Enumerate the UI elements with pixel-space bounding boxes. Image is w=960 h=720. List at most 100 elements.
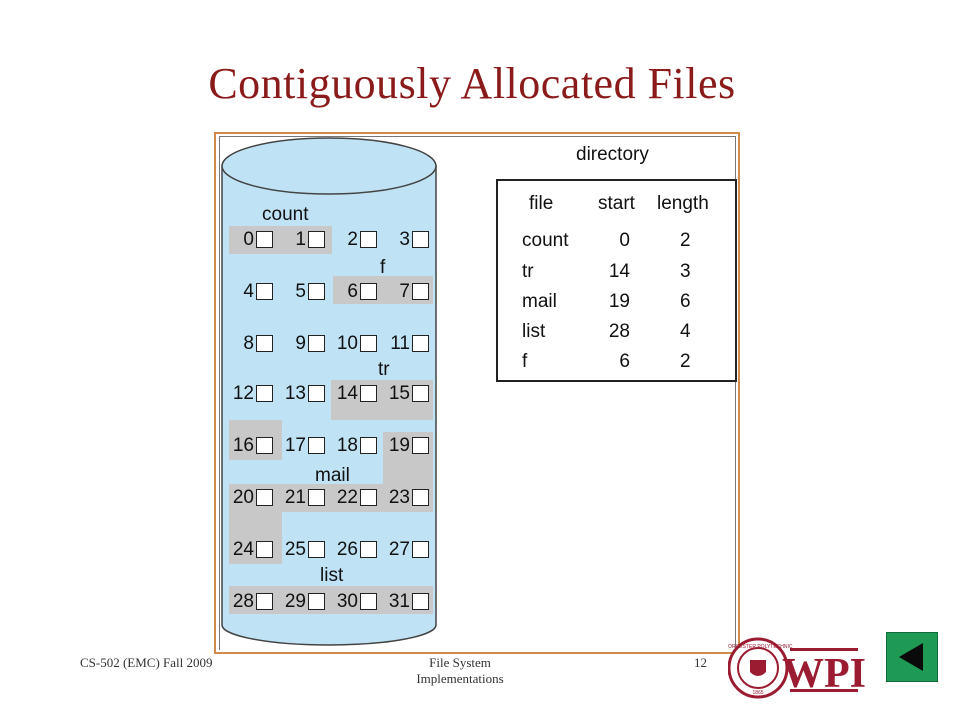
block-cell-16 bbox=[256, 437, 273, 454]
block-number-19: 19 bbox=[388, 435, 410, 456]
file-block-highlight bbox=[229, 512, 282, 564]
block-cell-27 bbox=[412, 541, 429, 558]
nav-back-button[interactable] bbox=[886, 632, 938, 682]
block-number-25: 25 bbox=[284, 539, 306, 560]
directory-file-list: list bbox=[522, 321, 546, 342]
block-number-5: 5 bbox=[295, 281, 306, 302]
block-cell-8 bbox=[256, 335, 273, 352]
block-cell-0 bbox=[256, 231, 273, 248]
block-cell-11 bbox=[412, 335, 429, 352]
block-number-27: 27 bbox=[388, 539, 410, 560]
block-cell-5 bbox=[308, 283, 325, 300]
directory-file-count: count bbox=[522, 230, 569, 251]
footer-page-number: 12 bbox=[694, 655, 707, 670]
header-length: length bbox=[657, 193, 709, 214]
footer-topic: File System Implementations bbox=[380, 655, 540, 687]
block-cell-1 bbox=[308, 231, 325, 248]
footer-course: CS-502 (EMC) Fall 2009 bbox=[80, 655, 213, 670]
directory-file-mail: mail bbox=[522, 291, 557, 312]
directory-heading: directory bbox=[576, 144, 649, 165]
block-cell-12 bbox=[256, 385, 273, 402]
directory-start-list: 28 bbox=[608, 321, 630, 342]
block-number-18: 18 bbox=[336, 435, 358, 456]
block-cell-19 bbox=[412, 437, 429, 454]
block-cell-24 bbox=[256, 541, 273, 558]
block-cell-23 bbox=[412, 489, 429, 506]
block-number-22: 22 bbox=[336, 487, 358, 508]
slide-title: Contiguously Allocated Files bbox=[208, 59, 736, 108]
block-cell-14 bbox=[360, 385, 377, 402]
block-number-1: 1 bbox=[295, 229, 306, 250]
directory-start-tr: 14 bbox=[608, 261, 630, 282]
block-cell-29 bbox=[308, 593, 325, 610]
directory-length-list: 4 bbox=[680, 321, 691, 342]
footer-topic-line2: Implementations bbox=[416, 671, 504, 686]
block-number-20: 20 bbox=[232, 487, 254, 508]
block-cell-3 bbox=[412, 231, 429, 248]
block-cell-18 bbox=[360, 437, 377, 454]
header-file: file bbox=[529, 193, 554, 214]
footer-topic-line1: File System bbox=[429, 655, 491, 670]
block-number-26: 26 bbox=[336, 539, 358, 560]
block-cell-17 bbox=[308, 437, 325, 454]
file-label-f: f bbox=[380, 257, 386, 278]
block-number-16: 16 bbox=[232, 435, 254, 456]
block-cell-26 bbox=[360, 541, 377, 558]
block-number-0: 0 bbox=[243, 229, 254, 250]
directory-start-mail: 19 bbox=[608, 291, 630, 312]
block-number-2: 2 bbox=[347, 229, 358, 250]
block-number-15: 15 bbox=[388, 383, 410, 404]
block-number-4: 4 bbox=[243, 281, 254, 302]
block-number-24: 24 bbox=[232, 539, 254, 560]
block-number-31: 31 bbox=[388, 591, 410, 612]
block-number-3: 3 bbox=[399, 229, 410, 250]
block-number-11: 11 bbox=[390, 333, 410, 354]
block-cell-25 bbox=[308, 541, 325, 558]
block-cell-31 bbox=[412, 593, 429, 610]
directory-length-count: 2 bbox=[680, 230, 691, 251]
block-cell-15 bbox=[412, 385, 429, 402]
block-cell-9 bbox=[308, 335, 325, 352]
file-block-highlight bbox=[229, 420, 282, 460]
block-number-17: 17 bbox=[284, 435, 306, 456]
block-cell-6 bbox=[360, 283, 377, 300]
block-number-9: 9 bbox=[295, 333, 306, 354]
block-number-12: 12 bbox=[232, 383, 254, 404]
block-number-21: 21 bbox=[284, 487, 306, 508]
header-start: start bbox=[598, 193, 635, 214]
directory-length-tr: 3 bbox=[680, 261, 691, 282]
block-cell-7 bbox=[412, 283, 429, 300]
block-cell-4 bbox=[256, 283, 273, 300]
svg-text:1865: 1865 bbox=[752, 690, 763, 696]
file-label-mail: mail bbox=[315, 465, 350, 486]
file-label-count: count bbox=[262, 204, 309, 225]
block-number-7: 7 bbox=[399, 281, 410, 302]
block-number-30: 30 bbox=[336, 591, 358, 612]
block-number-10: 10 bbox=[336, 333, 358, 354]
wpi-logo: WORCESTER POLYTECHNIC 1865 WPI bbox=[728, 637, 866, 699]
svg-text:WORCESTER POLYTECHNIC: WORCESTER POLYTECHNIC bbox=[728, 644, 793, 650]
block-cell-21 bbox=[308, 489, 325, 506]
block-number-13: 13 bbox=[284, 383, 306, 404]
directory-length-mail: 6 bbox=[680, 291, 691, 312]
back-triangle-icon bbox=[899, 643, 923, 671]
disk-top bbox=[221, 137, 437, 195]
block-number-14: 14 bbox=[336, 383, 358, 404]
figure-inner-frame bbox=[219, 136, 736, 650]
file-label-tr: tr bbox=[378, 359, 390, 380]
block-cell-22 bbox=[360, 489, 377, 506]
block-number-28: 28 bbox=[232, 591, 254, 612]
directory-length-f: 2 bbox=[680, 351, 691, 372]
block-cell-20 bbox=[256, 489, 273, 506]
block-number-29: 29 bbox=[284, 591, 306, 612]
block-number-8: 8 bbox=[243, 333, 254, 354]
file-label-list: list bbox=[320, 565, 344, 586]
block-number-6: 6 bbox=[347, 281, 358, 302]
block-number-23: 23 bbox=[388, 487, 410, 508]
block-cell-28 bbox=[256, 593, 273, 610]
directory-file-tr: tr bbox=[522, 261, 534, 282]
directory-start-f: 6 bbox=[619, 351, 630, 372]
block-cell-13 bbox=[308, 385, 325, 402]
